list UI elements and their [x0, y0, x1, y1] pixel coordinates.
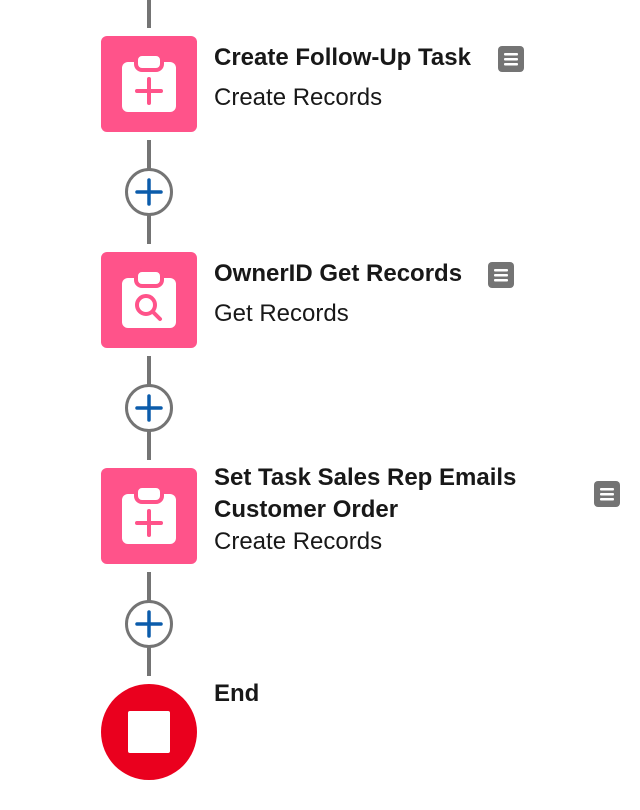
- step-type: Create Records: [214, 84, 383, 111]
- step-title[interactable]: Create Follow-Up Task: [214, 44, 471, 71]
- plus-icon: [135, 610, 163, 638]
- create-follow-up-task-element[interactable]: [101, 36, 197, 132]
- add-element-button[interactable]: [125, 600, 173, 648]
- add-element-button[interactable]: [125, 168, 173, 216]
- description-icon[interactable]: [488, 262, 514, 288]
- step-title[interactable]: OwnerID Get Records: [214, 260, 463, 287]
- step-type: Get Records: [214, 300, 349, 327]
- step-type: Create Records: [214, 528, 383, 555]
- ownerid-get-records-element[interactable]: [101, 252, 197, 348]
- stop-icon: [128, 711, 170, 753]
- description-icon[interactable]: [498, 46, 524, 72]
- connector-line: [147, 0, 151, 28]
- step-title-line-2[interactable]: Customer Order: [214, 496, 399, 523]
- end-element[interactable]: [101, 684, 197, 780]
- plus-icon: [135, 394, 163, 422]
- end-label: End: [214, 680, 260, 707]
- end-label-block: End: [214, 678, 259, 710]
- add-element-button[interactable]: [125, 384, 173, 432]
- description-icon[interactable]: [594, 481, 620, 507]
- step-title-line-1[interactable]: Set Task Sales Rep Emails: [214, 464, 517, 491]
- set-task-sales-rep-emails-element[interactable]: [101, 468, 197, 564]
- step-label: Set Task Sales Rep Emails Customer Order…: [214, 462, 516, 558]
- step-label: Create Follow-Up Task Create Records: [214, 42, 471, 114]
- plus-icon: [135, 178, 163, 206]
- step-label: OwnerID Get Records Get Records: [214, 258, 462, 330]
- create-records-icon: [122, 484, 176, 544]
- create-records-icon: [122, 52, 176, 112]
- get-records-icon: [122, 268, 176, 328]
